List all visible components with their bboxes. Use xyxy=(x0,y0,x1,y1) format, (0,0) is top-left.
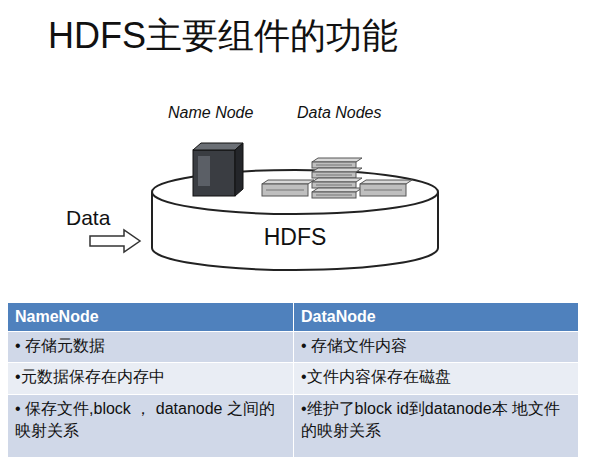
illustration-label: Data xyxy=(66,206,110,230)
table-cell: •维护了block id到datanode本 地文件的映射关系 xyxy=(294,395,578,457)
illustration-label: Name Node xyxy=(168,104,253,122)
table-cell: • 存储文件内容 xyxy=(294,332,578,362)
illustration-label: Data Nodes xyxy=(297,104,382,122)
table-header: DataNode xyxy=(294,303,578,331)
table-cell: • 存储元数据 xyxy=(8,332,293,362)
table-header: NameNode xyxy=(8,303,293,331)
slide-title: HDFS主要组件的功能 xyxy=(48,12,398,61)
node-label: HDFS xyxy=(264,224,327,251)
table-cell: • 保存文件,block ， datanode 之间的映射关系 xyxy=(8,395,293,457)
table-cell: •元数据保存在内存中 xyxy=(8,363,293,394)
table-cell: •文件内容保存在磁盘 xyxy=(294,363,578,394)
